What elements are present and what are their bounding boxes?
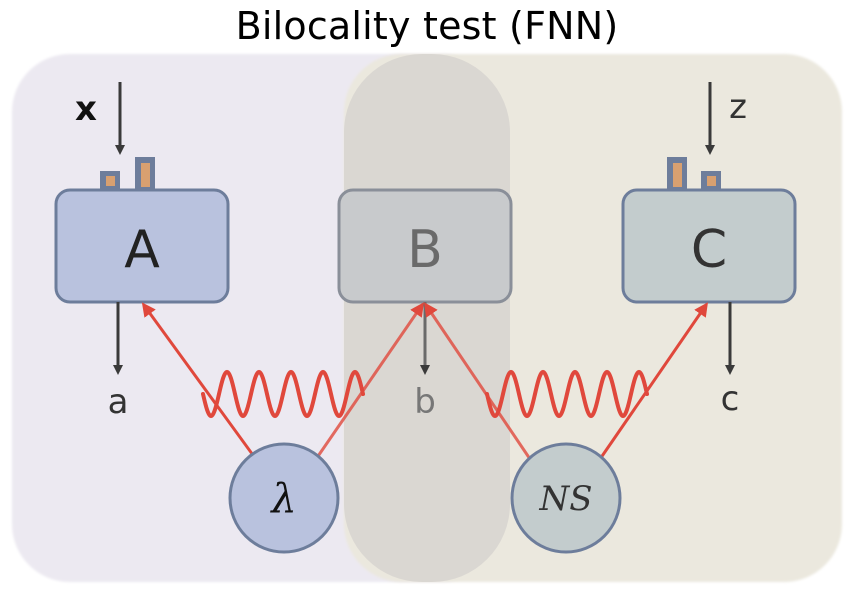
box-a-label: A — [124, 220, 160, 280]
input-x-label: x — [75, 89, 97, 129]
output-b-label: b — [414, 382, 436, 422]
middle-overlap-band — [344, 54, 510, 582]
diagram-title: Bilocality test (FNN) — [235, 4, 619, 48]
source-ns — [510, 442, 622, 554]
source-lambda — [228, 442, 340, 554]
output-c-label: c — [721, 379, 740, 419]
link-ns-to-b — [424, 302, 534, 463]
source-ns-label: NS — [538, 479, 592, 519]
link-lambda-to-a — [141, 302, 260, 463]
link-lambda-to-b — [312, 302, 424, 463]
box-c-label: C — [691, 220, 727, 280]
output-a-label: a — [108, 382, 129, 422]
wave-right — [485, 369, 649, 419]
link-ns-to-c — [596, 302, 708, 463]
source-lambda-label: λ — [269, 476, 296, 522]
input-z-label: z — [729, 87, 747, 127]
box-c — [621, 188, 797, 304]
box-a — [54, 188, 230, 304]
wave-left — [201, 369, 365, 419]
box-b-label: B — [407, 220, 443, 280]
